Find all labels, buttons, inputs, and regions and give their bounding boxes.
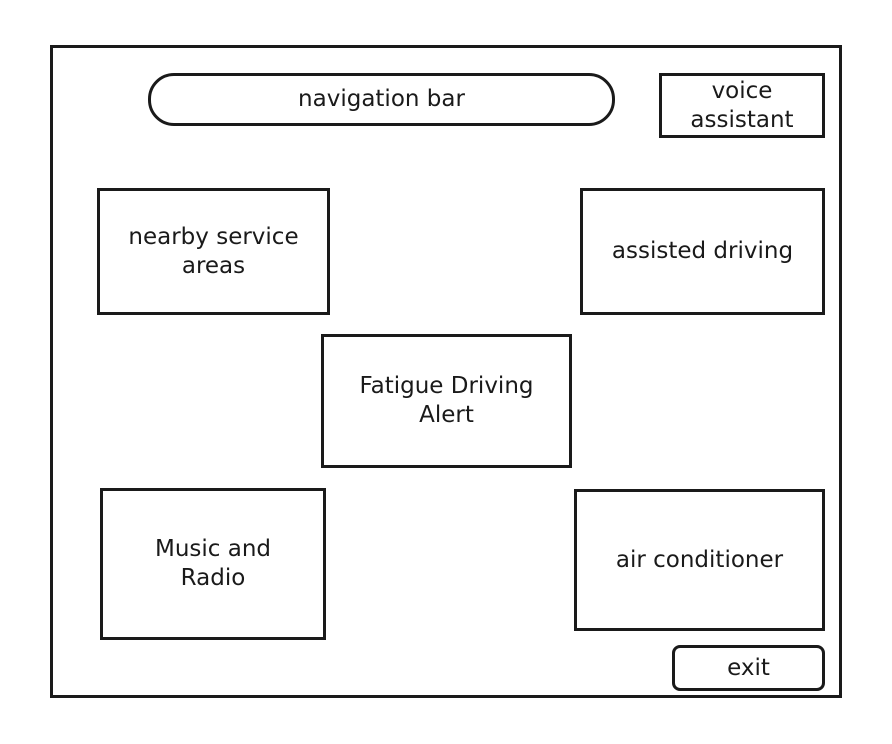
voice-assistant-label: voice assistant xyxy=(690,77,794,133)
exit-button[interactable]: exit xyxy=(672,645,825,691)
nearby-service-areas-button[interactable]: nearby service areas xyxy=(97,188,330,315)
navigation-bar-label: navigation bar xyxy=(298,86,465,112)
nearby-service-areas-label: nearby service areas xyxy=(128,223,299,279)
air-conditioner-label: air conditioner xyxy=(615,546,784,573)
assisted-driving-button[interactable]: assisted driving xyxy=(580,188,825,315)
fatigue-driving-alert-label: Fatigue Driving Alert xyxy=(359,373,534,428)
voice-assistant-button[interactable]: voice assistant xyxy=(659,73,825,138)
navigation-bar[interactable]: navigation bar xyxy=(148,73,615,126)
music-and-radio-button[interactable]: Music and Radio xyxy=(100,488,326,640)
air-conditioner-button[interactable]: air conditioner xyxy=(574,489,825,631)
screen-frame xyxy=(50,45,842,698)
fatigue-driving-alert-button[interactable]: Fatigue Driving Alert xyxy=(321,334,572,468)
assisted-driving-label: assisted driving xyxy=(611,238,794,264)
music-and-radio-label: Music and Radio xyxy=(154,536,272,591)
exit-label: exit xyxy=(727,654,770,681)
